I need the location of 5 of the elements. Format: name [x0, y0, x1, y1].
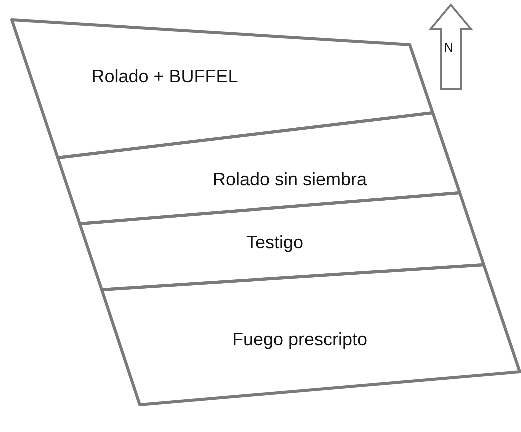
- north-label: N: [444, 40, 454, 55]
- plot-label: Rolado + BUFFEL: [92, 66, 238, 88]
- plot-label: Fuego prescripto: [232, 330, 368, 350]
- plot-label: Testigo: [246, 232, 304, 254]
- plot-label: Rolado sin siembra: [212, 170, 368, 190]
